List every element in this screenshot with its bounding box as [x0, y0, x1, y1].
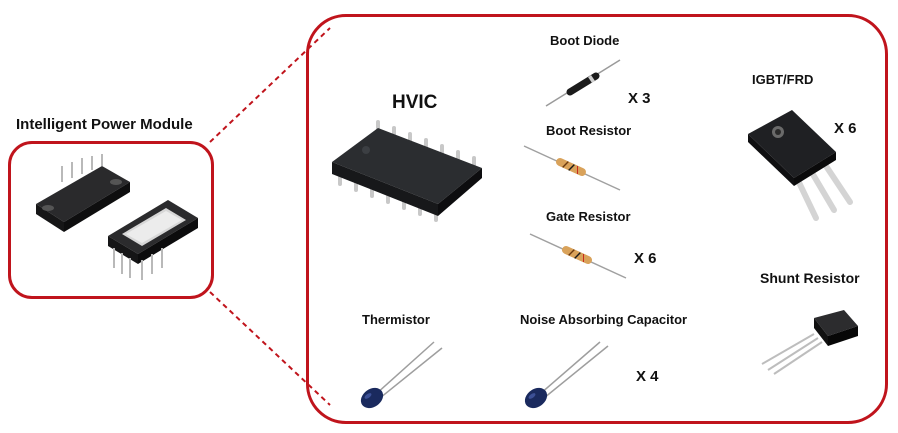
- gate-resistor-image: [529, 233, 627, 279]
- igbt-image: [748, 110, 853, 221]
- gate-resistor-label: Gate Resistor: [546, 209, 631, 224]
- components-frame: [306, 14, 888, 424]
- ipm-frame: [8, 141, 214, 299]
- boot-resistor-image: [523, 145, 621, 191]
- capacitor-image: [524, 341, 609, 409]
- ipm-title: Intelligent Power Module: [16, 116, 193, 133]
- igbt-qty: X 6: [834, 120, 857, 137]
- shunt-label: Shunt Resistor: [760, 270, 860, 286]
- gate-resistor-qty: X 6: [634, 250, 657, 267]
- ipm-module-back: [36, 154, 130, 232]
- boot-diode-qty: X 3: [628, 90, 651, 107]
- ipm-module-image: [36, 154, 198, 280]
- thermistor-image: [360, 341, 443, 409]
- capacitor-label: Noise Absorbing Capacitor: [520, 312, 688, 327]
- igbt-label: IGBT/FRD: [752, 72, 814, 87]
- shunt-image: [761, 310, 858, 375]
- hvic-label: HVIC: [392, 92, 438, 113]
- boot-diode-image: [545, 59, 621, 107]
- boot-resistor-label: Boot Resistor: [546, 123, 632, 138]
- boot-diode-label: Boot Diode: [550, 33, 620, 48]
- thermistor-label: Thermistor: [362, 312, 430, 327]
- hvic-chip-image: [332, 120, 482, 222]
- capacitor-qty: X 4: [636, 368, 659, 385]
- ipm-module-front: [108, 200, 198, 280]
